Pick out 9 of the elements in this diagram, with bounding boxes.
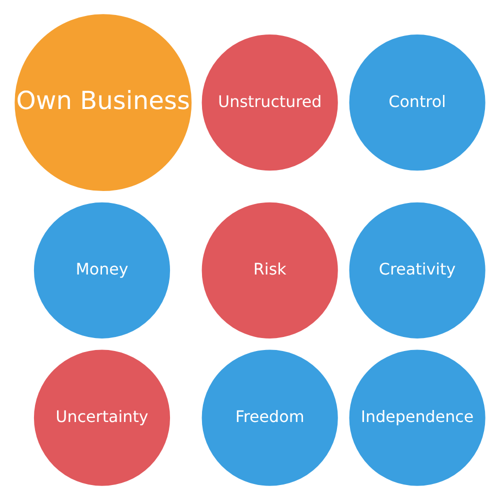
node-circle: Unstructured (200, 32, 340, 173)
node-circle: Independence (346, 348, 488, 488)
node-circle: Control (346, 32, 488, 173)
node-circle: Freedom (200, 348, 340, 488)
node-circle: Own Business (12, 12, 194, 194)
node-circle: Creativity (346, 200, 488, 341)
node-circle: Risk (200, 200, 340, 341)
node-circle: Uncertainty (32, 348, 172, 488)
node-circle: Money (32, 200, 172, 341)
